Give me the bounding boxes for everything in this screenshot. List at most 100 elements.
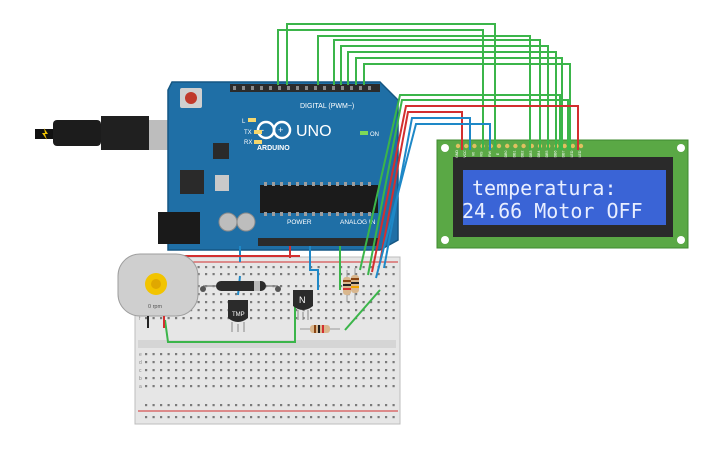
breadboard-hole[interactable] xyxy=(347,266,350,269)
breadboard-hole[interactable] xyxy=(392,285,395,288)
breadboard-hole[interactable] xyxy=(385,285,388,288)
breadboard-hole[interactable] xyxy=(295,416,298,419)
breadboard-hole[interactable] xyxy=(227,273,230,276)
breadboard-hole[interactable] xyxy=(325,416,328,419)
breadboard-hole[interactable] xyxy=(205,353,208,356)
breadboard-hole[interactable] xyxy=(325,361,328,364)
breadboard-hole[interactable] xyxy=(332,361,335,364)
breadboard-hole[interactable] xyxy=(325,317,328,320)
breadboard-hole[interactable] xyxy=(317,361,320,364)
breadboard-hole[interactable] xyxy=(175,385,178,388)
breadboard-hole[interactable] xyxy=(302,361,305,364)
breadboard-hole[interactable] xyxy=(302,369,305,372)
breadboard-hole[interactable] xyxy=(340,309,343,312)
breadboard-hole[interactable] xyxy=(310,266,313,269)
breadboard-hole[interactable] xyxy=(317,404,320,407)
breadboard-hole[interactable] xyxy=(370,385,373,388)
breadboard-hole[interactable] xyxy=(340,416,343,419)
breadboard-hole[interactable] xyxy=(272,273,275,276)
breadboard-hole[interactable] xyxy=(265,301,268,304)
breadboard-hole[interactable] xyxy=(220,317,223,320)
breadboard-hole[interactable] xyxy=(280,404,283,407)
breadboard-hole[interactable] xyxy=(145,404,148,407)
breadboard-hole[interactable] xyxy=(265,385,268,388)
breadboard-hole[interactable] xyxy=(227,377,230,380)
lcd-pin[interactable] xyxy=(472,143,477,149)
breadboard-hole[interactable] xyxy=(257,416,260,419)
breadboard-hole[interactable] xyxy=(370,293,373,296)
lcd-pin[interactable] xyxy=(570,143,575,149)
breadboard-hole[interactable] xyxy=(280,285,283,288)
breadboard-hole[interactable] xyxy=(385,293,388,296)
breadboard-hole[interactable] xyxy=(377,301,380,304)
breadboard-hole[interactable] xyxy=(317,385,320,388)
breadboard-hole[interactable] xyxy=(220,361,223,364)
breadboard-hole[interactable] xyxy=(160,361,163,364)
breadboard-hole[interactable] xyxy=(362,353,365,356)
breadboard-hole[interactable] xyxy=(197,273,200,276)
breadboard-hole[interactable] xyxy=(280,293,283,296)
breadboard-hole[interactable] xyxy=(280,266,283,269)
breadboard-hole[interactable] xyxy=(145,361,148,364)
breadboard-hole[interactable] xyxy=(265,404,268,407)
lcd-pin[interactable] xyxy=(455,143,461,149)
breadboard-hole[interactable] xyxy=(272,293,275,296)
breadboard-hole[interactable] xyxy=(272,361,275,364)
breadboard-hole[interactable] xyxy=(167,385,170,388)
breadboard-hole[interactable] xyxy=(227,404,230,407)
breadboard-hole[interactable] xyxy=(197,404,200,407)
breadboard-hole[interactable] xyxy=(362,317,365,320)
breadboard-hole[interactable] xyxy=(182,369,185,372)
breadboard-hole[interactable] xyxy=(377,317,380,320)
breadboard-hole[interactable] xyxy=(287,301,290,304)
breadboard-hole[interactable] xyxy=(197,285,200,288)
breadboard-hole[interactable] xyxy=(347,416,350,419)
breadboard-hole[interactable] xyxy=(265,369,268,372)
breadboard-hole[interactable] xyxy=(257,309,260,312)
breadboard-hole[interactable] xyxy=(242,361,245,364)
breadboard-hole[interactable] xyxy=(190,317,193,320)
breadboard-hole[interactable] xyxy=(332,416,335,419)
breadboard-hole[interactable] xyxy=(175,369,178,372)
lcd-pin[interactable] xyxy=(513,143,518,149)
breadboard-hole[interactable] xyxy=(227,416,230,419)
breadboard-hole[interactable] xyxy=(302,266,305,269)
breadboard-hole[interactable] xyxy=(250,293,253,296)
breadboard-hole[interactable] xyxy=(385,377,388,380)
breadboard-hole[interactable] xyxy=(317,266,320,269)
breadboard-hole[interactable] xyxy=(280,369,283,372)
breadboard-hole[interactable] xyxy=(355,309,358,312)
breadboard-hole[interactable] xyxy=(175,353,178,356)
breadboard-hole[interactable] xyxy=(347,377,350,380)
breadboard-hole[interactable] xyxy=(182,404,185,407)
breadboard-hole[interactable] xyxy=(317,369,320,372)
breadboard-hole[interactable] xyxy=(340,404,343,407)
breadboard-hole[interactable] xyxy=(257,361,260,364)
breadboard-hole[interactable] xyxy=(280,309,283,312)
breadboard-hole[interactable] xyxy=(190,353,193,356)
breadboard-hole[interactable] xyxy=(355,404,358,407)
breadboard-hole[interactable] xyxy=(280,361,283,364)
breadboard-hole[interactable] xyxy=(257,317,260,320)
breadboard-hole[interactable] xyxy=(242,369,245,372)
breadboard-hole[interactable] xyxy=(152,416,155,419)
breadboard-hole[interactable] xyxy=(272,369,275,372)
breadboard-hole[interactable] xyxy=(235,416,238,419)
breadboard-hole[interactable] xyxy=(370,301,373,304)
npn-transistor[interactable]: N xyxy=(293,290,313,320)
breadboard-hole[interactable] xyxy=(197,377,200,380)
breadboard-hole[interactable] xyxy=(227,353,230,356)
breadboard-hole[interactable] xyxy=(212,416,215,419)
breadboard-hole[interactable] xyxy=(325,404,328,407)
breadboard-hole[interactable] xyxy=(265,317,268,320)
breadboard-hole[interactable] xyxy=(167,377,170,380)
breadboard-hole[interactable] xyxy=(175,317,178,320)
breadboard-hole[interactable] xyxy=(295,285,298,288)
breadboard-hole[interactable] xyxy=(377,273,380,276)
breadboard-hole[interactable] xyxy=(250,309,253,312)
breadboard-hole[interactable] xyxy=(250,369,253,372)
breadboard-hole[interactable] xyxy=(220,309,223,312)
breadboard-hole[interactable] xyxy=(385,273,388,276)
breadboard-hole[interactable] xyxy=(265,273,268,276)
breadboard-hole[interactable] xyxy=(175,404,178,407)
